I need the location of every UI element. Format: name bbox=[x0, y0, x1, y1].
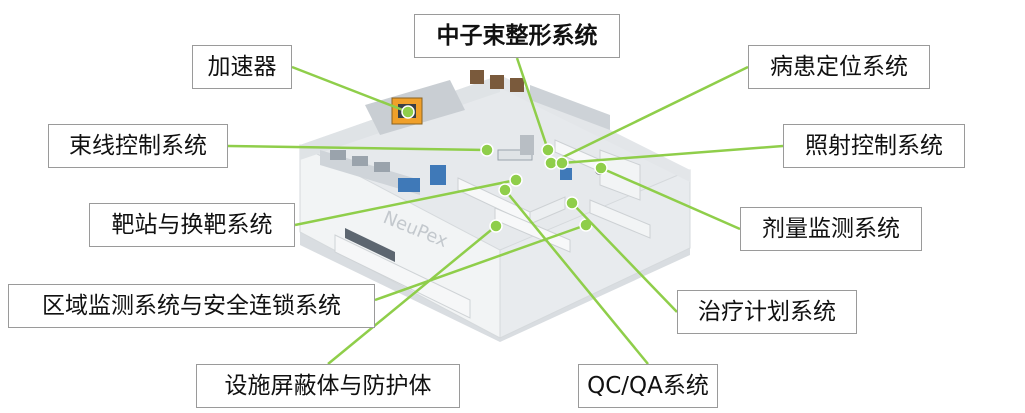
leader-line-bnct-beam-shaping bbox=[515, 57, 550, 151]
leader-line-treatment-planning bbox=[571, 202, 678, 313]
label-accelerator: 加速器 bbox=[192, 45, 292, 89]
node-dot-qc-qa bbox=[498, 183, 512, 197]
leader-line-target-station bbox=[294, 178, 517, 227]
leader-line-dose-monitoring bbox=[600, 166, 741, 231]
node-dot-accelerator bbox=[401, 105, 415, 119]
leader-line-accelerator bbox=[291, 65, 409, 114]
rack-1 bbox=[470, 70, 484, 84]
leader-line-shielding bbox=[327, 225, 497, 365]
label-target-station: 靶站与换靶系统 bbox=[89, 203, 295, 247]
node-dot-patient-positioning bbox=[544, 156, 558, 170]
blue-cabinet-2 bbox=[430, 165, 446, 185]
leader-line-irradiation-control bbox=[561, 144, 784, 165]
rack-3 bbox=[510, 78, 524, 92]
label-treatment-planning: 治疗计划系统 bbox=[677, 290, 857, 334]
maze-wall-f bbox=[589, 199, 651, 239]
rack-2 bbox=[490, 75, 504, 89]
control-room bbox=[320, 150, 420, 195]
leader-line-qc-qa bbox=[504, 189, 649, 365]
leader-line-area-monitoring-interlock bbox=[374, 223, 587, 302]
node-dot-bnct-beam-shaping bbox=[541, 143, 555, 157]
label-patient-positioning: 病患定位系统 bbox=[748, 45, 930, 89]
label-dose-monitoring: 剂量监测系统 bbox=[740, 207, 922, 251]
label-area-monitoring-interlock: 区域监测系统与安全连锁系统 bbox=[8, 284, 375, 328]
blue-cabinet-3 bbox=[560, 168, 572, 180]
blue-cabinet-1 bbox=[398, 178, 420, 192]
beam-port bbox=[520, 135, 534, 155]
building-shadow bbox=[300, 232, 690, 342]
bunker-ledge bbox=[334, 234, 471, 319]
leader-line-patient-positioning bbox=[550, 65, 749, 165]
node-dot-dose-monitoring bbox=[594, 161, 608, 175]
label-irradiation-control: 照射控制系统 bbox=[783, 124, 965, 168]
console-1 bbox=[330, 150, 346, 160]
node-dot-treatment-planning bbox=[565, 196, 579, 210]
node-dot-target-station bbox=[509, 173, 523, 187]
label-beamline-control: 束线控制系统 bbox=[48, 124, 228, 168]
node-dot-shielding bbox=[489, 219, 503, 233]
node-dot-irradiation-control bbox=[555, 156, 569, 170]
leader-line-beamline-control bbox=[227, 144, 488, 152]
prep-room bbox=[530, 85, 610, 130]
label-bnct-beam-shaping: 中子束整形系统 bbox=[414, 14, 620, 58]
console-3 bbox=[374, 162, 390, 172]
label-qc-qa: QC/QA系统 bbox=[578, 364, 718, 408]
building-wall-right bbox=[499, 169, 691, 339]
node-dot-beamline-control bbox=[480, 143, 494, 157]
label-shielding: 设施屏蔽体与防护体 bbox=[196, 364, 460, 408]
maze-wall-c bbox=[494, 207, 571, 253]
console-2 bbox=[352, 156, 368, 166]
bunker-dark-gap bbox=[345, 228, 395, 262]
